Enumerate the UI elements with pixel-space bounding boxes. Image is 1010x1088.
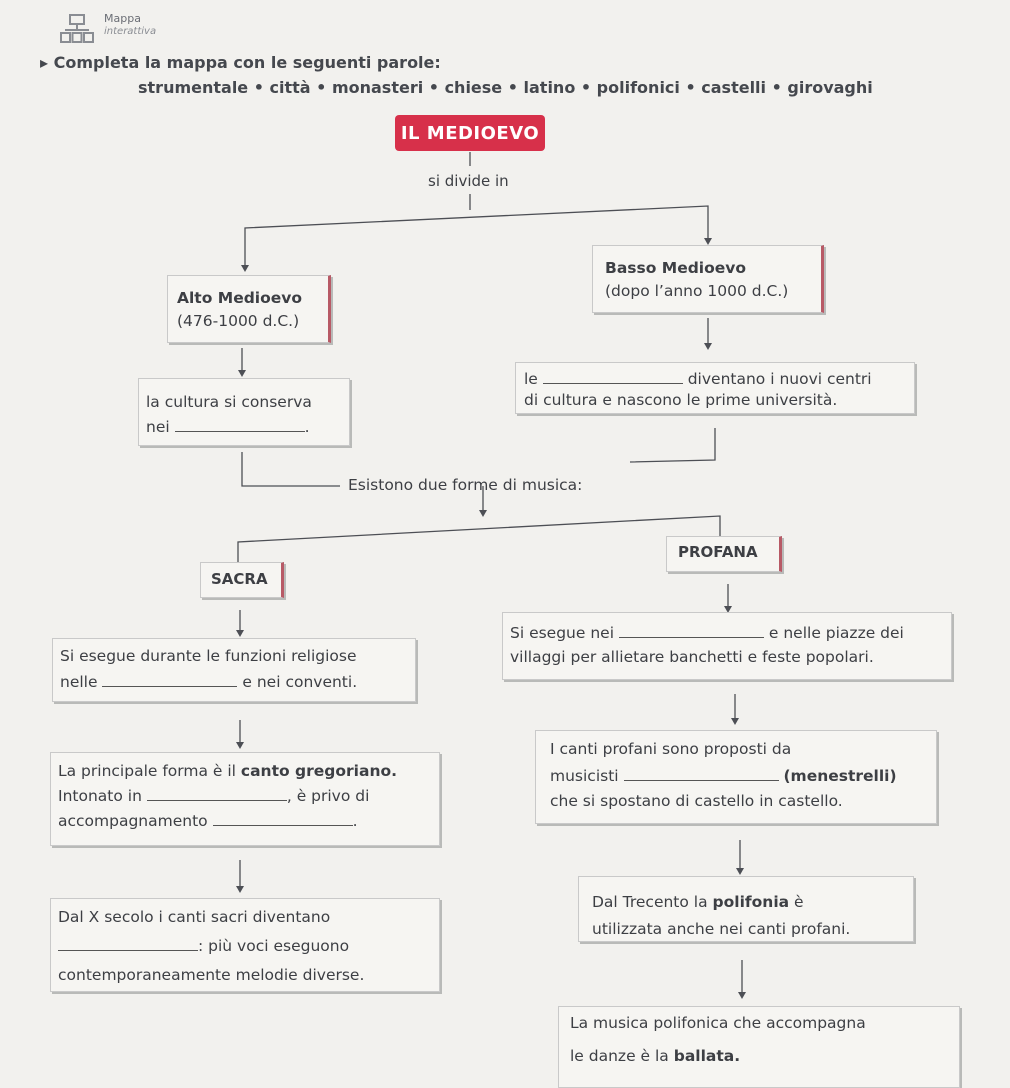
blank-field[interactable] bbox=[146, 799, 287, 801]
sacra-polyphony-box bbox=[50, 898, 440, 992]
map-title: IL MEDIOEVO bbox=[395, 115, 545, 151]
basso-medioevo-title: Basso Medioevo bbox=[605, 259, 747, 277]
sacra-form-line2: Intonato in , è privo di bbox=[58, 787, 370, 805]
app-subtitle: interattiva bbox=[104, 26, 157, 37]
app-name: Mappa bbox=[104, 12, 141, 25]
alto-culture-line1: la cultura si conserva bbox=[146, 393, 312, 411]
profana-musicians-line3: che si spostano di castello in castello. bbox=[550, 792, 843, 810]
blank-field[interactable] bbox=[542, 382, 683, 384]
blank-field[interactable] bbox=[618, 636, 764, 638]
alto-medioevo-title: Alto Medioevo bbox=[177, 289, 303, 307]
sacra-box bbox=[200, 562, 284, 598]
profana-polyphony-line2: utilizzata anche nei canti profani. bbox=[592, 920, 851, 938]
word-list: strumentale • città • monasteri • chiese… bbox=[138, 78, 873, 97]
alto-culture-box bbox=[138, 378, 350, 446]
blank-field[interactable] bbox=[623, 779, 779, 781]
profana-title: PROFANA bbox=[678, 543, 758, 561]
basso-culture-box bbox=[515, 362, 915, 414]
profana-musicians-line2: musicisti (menestrelli) bbox=[550, 767, 897, 785]
alto-medioevo-box bbox=[167, 275, 331, 343]
profana-execution-box bbox=[502, 612, 952, 680]
alto-culture-line2: nei . bbox=[146, 418, 310, 436]
sacra-execution-box bbox=[52, 638, 416, 702]
alto-medioevo-dates: (476-1000 d.C.) bbox=[177, 312, 300, 330]
basso-medioevo-dates: (dopo l’anno 1000 d.C.) bbox=[605, 282, 789, 300]
sacra-form-line1: La principale forma è il canto gregorian… bbox=[58, 762, 398, 780]
sacra-form-line3: accompagnamento . bbox=[58, 812, 358, 830]
profana-execution-line2: villaggi per allietare banchetti e feste… bbox=[510, 648, 874, 666]
sacra-title: SACRA bbox=[211, 570, 268, 588]
profana-polyphony-box bbox=[578, 876, 914, 942]
blank-field[interactable] bbox=[174, 430, 305, 432]
basso-medioevo-box bbox=[592, 245, 824, 313]
map-icon[interactable] bbox=[60, 14, 94, 44]
profana-dance-line1: La musica polifonica che accompagna bbox=[570, 1014, 866, 1032]
profana-polyphony-line1: Dal Trecento la polifonia è bbox=[592, 893, 804, 911]
divides-in-label: si divide in bbox=[428, 172, 509, 190]
profana-dance-line2: le danze è la ballata. bbox=[570, 1047, 741, 1065]
arrow-bullet-icon: ▸ bbox=[40, 53, 49, 72]
instruction: ▸ Completa la mappa con le seguenti paro… bbox=[40, 53, 441, 72]
blank-field[interactable] bbox=[212, 824, 353, 826]
profana-musicians-line1: I canti profani sono proposti da bbox=[550, 740, 792, 758]
profana-musicians-box bbox=[535, 730, 937, 824]
music-forms-label: Esistono due forme di musica: bbox=[348, 476, 583, 494]
blank-field[interactable] bbox=[102, 685, 238, 687]
basso-culture-line1: le diventano i nuovi centri bbox=[524, 370, 872, 388]
profana-execution-line1: Si esegue nei e nelle piazze dei bbox=[510, 624, 904, 642]
sacra-execution-line1: Si esegue durante le funzioni religiose bbox=[60, 647, 357, 665]
sacra-form-box bbox=[50, 752, 440, 846]
blank-field[interactable] bbox=[58, 949, 198, 951]
sacra-polyphony-line3: contemporaneamente melodie diverse. bbox=[58, 966, 365, 984]
sacra-polyphony-line2: : più voci eseguono bbox=[58, 937, 349, 955]
basso-culture-line2: di cultura e nascono le prime università… bbox=[524, 391, 838, 409]
instruction-text: Completa la mappa con le seguenti parole… bbox=[53, 53, 441, 72]
profana-box bbox=[666, 536, 782, 572]
sacra-execution-line2: nelle e nei conventi. bbox=[60, 673, 358, 691]
sacra-polyphony-line1: Dal X secolo i canti sacri diventano bbox=[58, 908, 331, 926]
